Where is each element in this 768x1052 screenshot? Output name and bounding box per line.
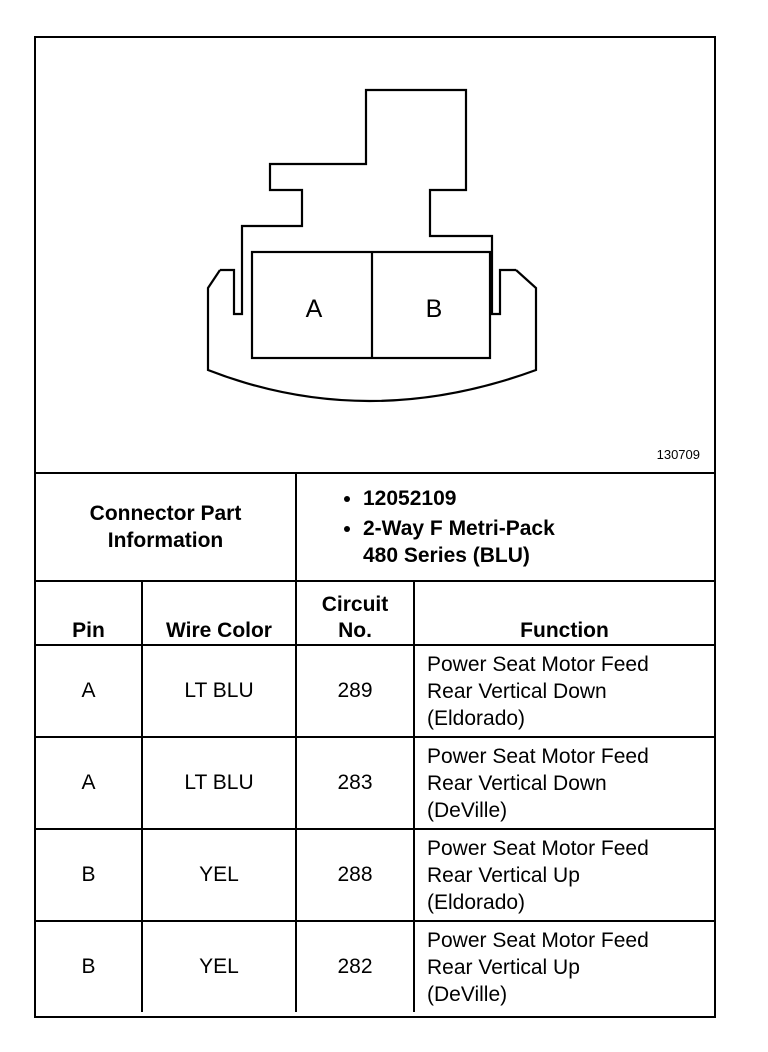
left-lock-tab [220, 236, 244, 316]
circuit-cell: 283 [295, 736, 415, 830]
function-cell: Power Seat Motor Feed Rear Vertical Down… [413, 644, 714, 738]
connector-face-drawing: A B [206, 88, 538, 403]
circuit-cell: 282 [295, 920, 415, 1012]
connector-diagram: A B 130709 [36, 38, 714, 474]
table-row: A LT BLU 283 Power Seat Motor Feed Rear … [36, 736, 714, 830]
function-cell: Power Seat Motor Feed Rear Vertical Down… [413, 736, 714, 830]
right-lock-tab [490, 252, 516, 316]
connector-info-row: Connector Part Information 12052109 2-Wa… [36, 474, 714, 582]
pin-cell: B [36, 828, 143, 922]
function-cell: Power Seat Motor Feed Rear Vertical Up (… [413, 920, 714, 1012]
wire-color-cell: YEL [141, 828, 297, 922]
pin-cell: B [36, 920, 143, 1012]
connector-part-info: 12052109 2-Way F Metri-Pack 480 Series (… [295, 474, 714, 582]
circuit-header: Circuit No. [295, 580, 415, 646]
function-header: Function [413, 580, 714, 646]
connector-type: 2-Way F Metri-Pack 480 Series (BLU) [363, 515, 714, 569]
table-row: A LT BLU 289 Power Seat Motor Feed Rear … [36, 644, 714, 738]
part-number: 12052109 [363, 485, 714, 512]
connector-housing [206, 269, 538, 403]
wire-color-cell: LT BLU [141, 644, 297, 738]
cavity-label-b: B [426, 295, 443, 323]
wire-color-cell: YEL [141, 920, 297, 1012]
wire-color-cell: LT BLU [141, 736, 297, 830]
connector-sheet: A B 130709 Connector Part Information 12… [34, 36, 716, 1018]
figure-id: 130709 [656, 447, 700, 462]
pin-header: Pin [36, 580, 143, 646]
connector-pinout-table: Connector Part Information 12052109 2-Wa… [36, 474, 714, 1012]
cavity-label-a: A [306, 295, 323, 323]
circuit-cell: 288 [295, 828, 415, 922]
function-cell: Power Seat Motor Feed Rear Vertical Up (… [413, 828, 714, 922]
connector-latch-outline [240, 88, 494, 252]
table-row: B YEL 288 Power Seat Motor Feed Rear Ver… [36, 828, 714, 922]
circuit-cell: 289 [295, 644, 415, 738]
table-header-row: Pin Wire Color Circuit No. Function [36, 580, 714, 646]
connector-part-label: Connector Part Information [36, 474, 297, 582]
wire-color-header: Wire Color [141, 580, 297, 646]
table-row: B YEL 282 Power Seat Motor Feed Rear Ver… [36, 920, 714, 1012]
pin-cell: A [36, 644, 143, 738]
pin-cell: A [36, 736, 143, 830]
